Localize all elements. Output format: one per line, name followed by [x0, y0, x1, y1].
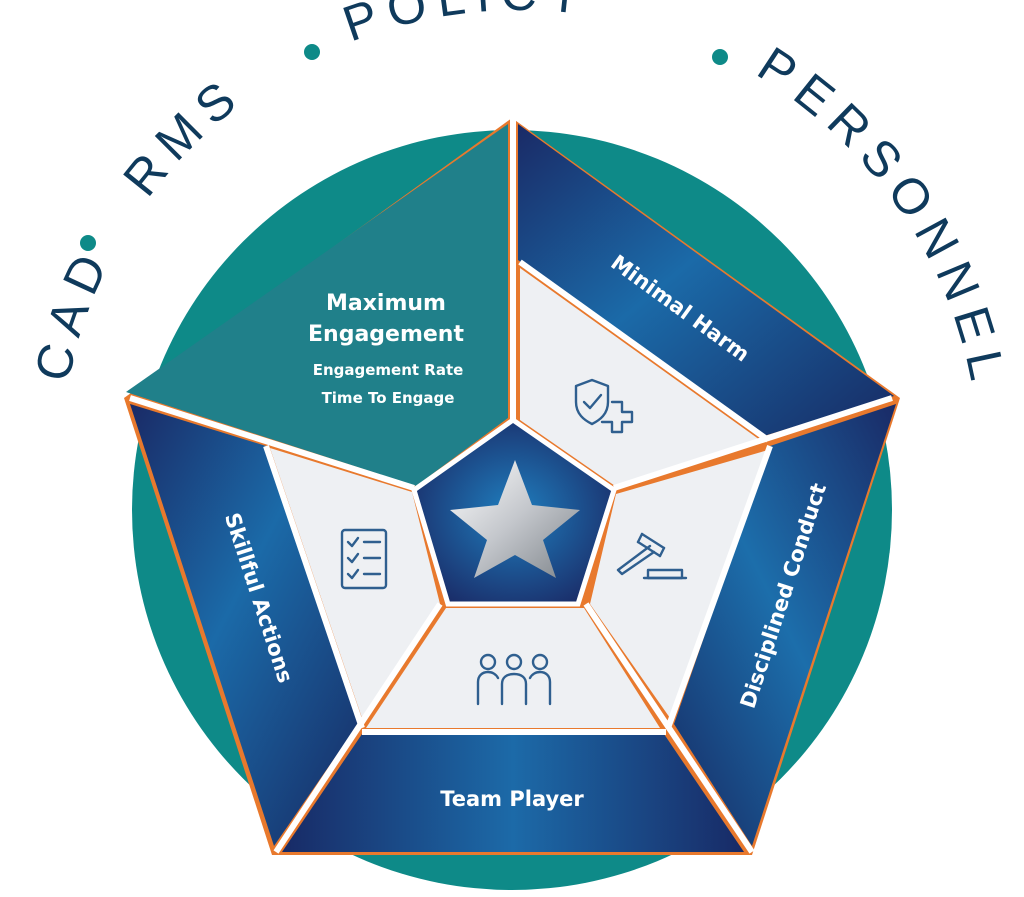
shield-check-plus-icon	[574, 378, 634, 434]
engagement-title-line2: Engagement	[308, 322, 464, 347]
separator-dot	[304, 44, 320, 60]
arc-label-policy: POLICY	[336, 0, 595, 52]
segment-maximum-engagement	[126, 124, 508, 486]
separator-dot	[712, 49, 728, 65]
team-people-icon	[476, 653, 552, 706]
star-icon	[450, 460, 580, 578]
engagement-metric-time: Time To Engage	[322, 389, 455, 407]
checklist-icon	[340, 528, 388, 590]
segment-team-player	[282, 734, 744, 852]
arc-label-rms: RMS	[112, 65, 253, 207]
panel-disciplined-conduct	[590, 450, 768, 718]
engagement-title-line1: Maximum	[326, 291, 446, 316]
segment-minimal-harm	[518, 124, 894, 436]
separator-lines	[129, 118, 893, 854]
arc-label-cad: CAD	[24, 237, 122, 386]
label-team-player: Team Player	[440, 787, 584, 811]
panel-skillful-actions	[270, 448, 440, 718]
gavel-icon	[616, 532, 688, 580]
segment-skillful-actions	[130, 404, 358, 846]
panel-minimal-harm	[520, 268, 760, 488]
separator-dot	[80, 235, 96, 251]
engagement-metric-rate: Engagement Rate	[313, 361, 464, 379]
segment-disciplined-conduct	[674, 404, 896, 846]
